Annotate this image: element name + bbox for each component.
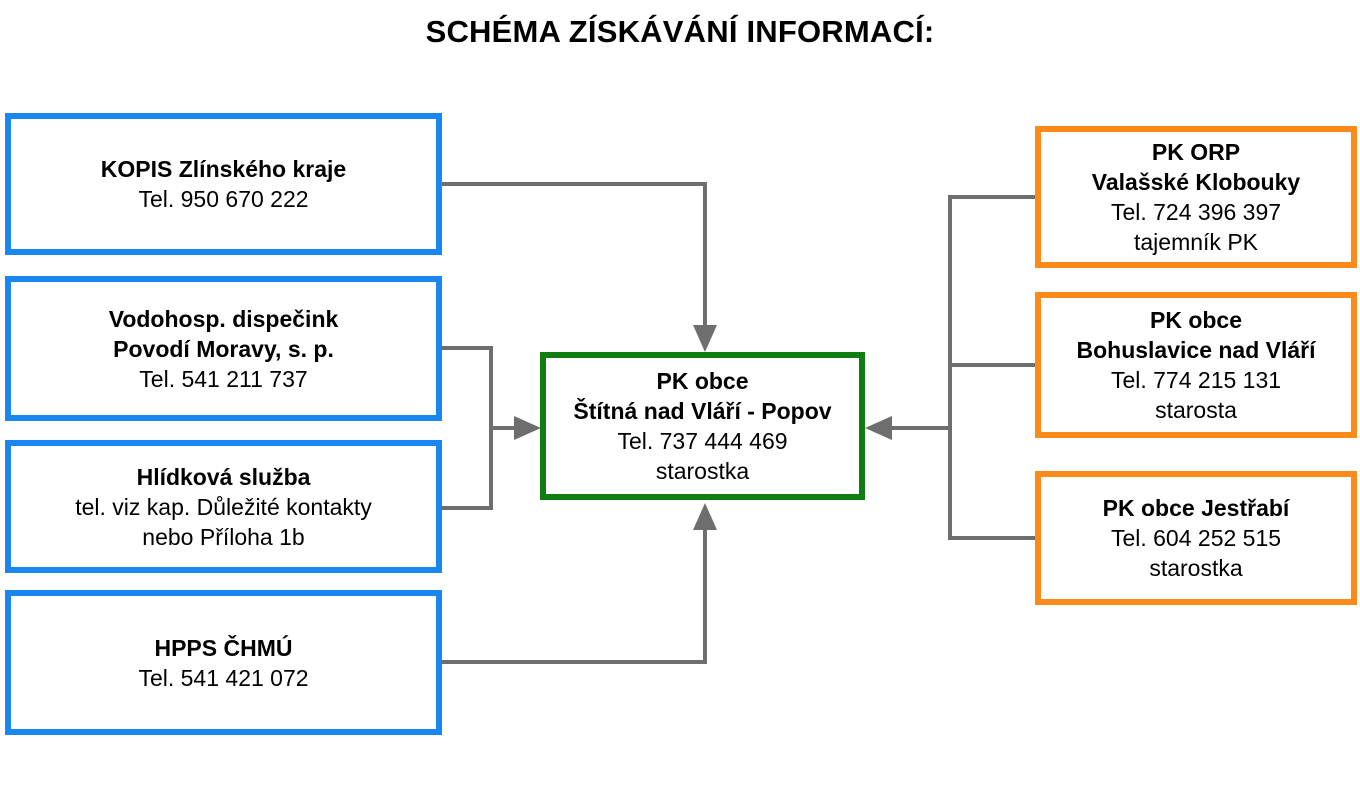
node-pk-orp-name-line2: Valašské Klobouky [1091, 169, 1301, 195]
connector-hpps [441, 528, 707, 664]
connector-vodohosp [441, 346, 493, 510]
page-title: SCHÉMA ZÍSKÁVÁNÍ INFORMACÍ: [425, 14, 935, 49]
node-hlidkova-contact-line2: nebo Příloha 1b [142, 523, 305, 550]
node-center-phone: Tel. 737 444 469 [617, 428, 788, 454]
arrowhead-left [514, 416, 541, 440]
node-pk-orp-role: tajemník PK [1134, 229, 1258, 255]
node-vodohosp-phone: Tel. 541 211 737 [139, 365, 308, 392]
node-hpps-phone: Tel. 541 421 072 [138, 664, 309, 691]
node-hpps: HPPS ČHMÚ Tel. 541 421 072 [5, 590, 442, 735]
node-bohuslavice-phone: Tel. 774 215 131 [1110, 367, 1282, 393]
node-bohuslavice-role: starosta [1155, 397, 1237, 423]
arrowhead-bottom [693, 503, 717, 530]
node-vodohosp-name-line1: Vodohosp. dispečink [108, 305, 339, 332]
node-hlidkova-name: Hlídková služba [136, 463, 311, 490]
node-center: PK obce Štítná nad Vláří - Popov Tel. 73… [540, 352, 865, 500]
node-center-name-line2: Štítná nad Vláří - Popov [573, 398, 832, 424]
arrowhead-top [693, 325, 717, 352]
node-pk-orp-phone: Tel. 724 396 397 [1110, 199, 1282, 225]
connector-kopis [441, 182, 707, 330]
node-vodohosp-name-line2: Povodí Moravy, s. p. [113, 335, 334, 362]
node-pk-orp-name-line1: PK ORP [1151, 139, 1241, 165]
node-jestrabi: PK obce Jestřabí Tel. 604 252 515 staros… [1035, 471, 1357, 605]
node-bohuslavice-name-line2: Bohuslavice nad Vláří [1076, 337, 1316, 363]
node-jestrabi-role: starostka [1149, 555, 1243, 581]
arrowhead-right [865, 416, 892, 440]
node-kopis-phone: Tel. 950 670 222 [138, 186, 309, 212]
node-bohuslavice-name-line1: PK obce [1149, 307, 1243, 333]
node-hlidkova: Hlídková služba tel. viz kap. Důležité k… [5, 440, 442, 573]
node-bohuslavice: PK obce Bohuslavice nad Vláří Tel. 774 2… [1035, 292, 1357, 438]
node-center-name-line1: PK obce [656, 368, 749, 394]
node-kopis-name: KOPIS Zlínského kraje [100, 156, 347, 182]
node-vodohosp: Vodohosp. dispečink Povodí Moravy, s. p.… [5, 276, 442, 421]
node-jestrabi-phone: Tel. 604 252 515 [1110, 525, 1282, 551]
connector-right-bus [948, 195, 1037, 540]
node-center-role: starostka [655, 458, 750, 484]
node-jestrabi-name: PK obce Jestřabí [1102, 495, 1290, 521]
node-kopis: KOPIS Zlínského kraje Tel. 950 670 222 [5, 113, 442, 255]
node-hpps-name: HPPS ČHMÚ [154, 634, 293, 661]
node-pk-orp: PK ORP Valašské Klobouky Tel. 724 396 39… [1035, 126, 1357, 268]
node-hlidkova-contact-line1: tel. viz kap. Důležité kontakty [75, 493, 372, 520]
